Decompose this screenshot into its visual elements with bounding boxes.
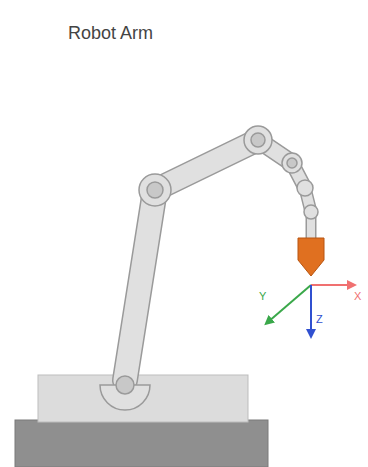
- arm-links: [125, 140, 311, 380]
- axis-label: Y: [259, 291, 266, 302]
- axis-label: X: [354, 291, 361, 302]
- base-block: [38, 375, 248, 422]
- end-effector: [298, 238, 324, 276]
- arm-joints: [100, 126, 318, 410]
- base-plate: [15, 420, 268, 467]
- tool-axes: [268, 285, 352, 334]
- figure-title: Robot Arm: [68, 24, 153, 42]
- axis-label: Z: [316, 314, 323, 325]
